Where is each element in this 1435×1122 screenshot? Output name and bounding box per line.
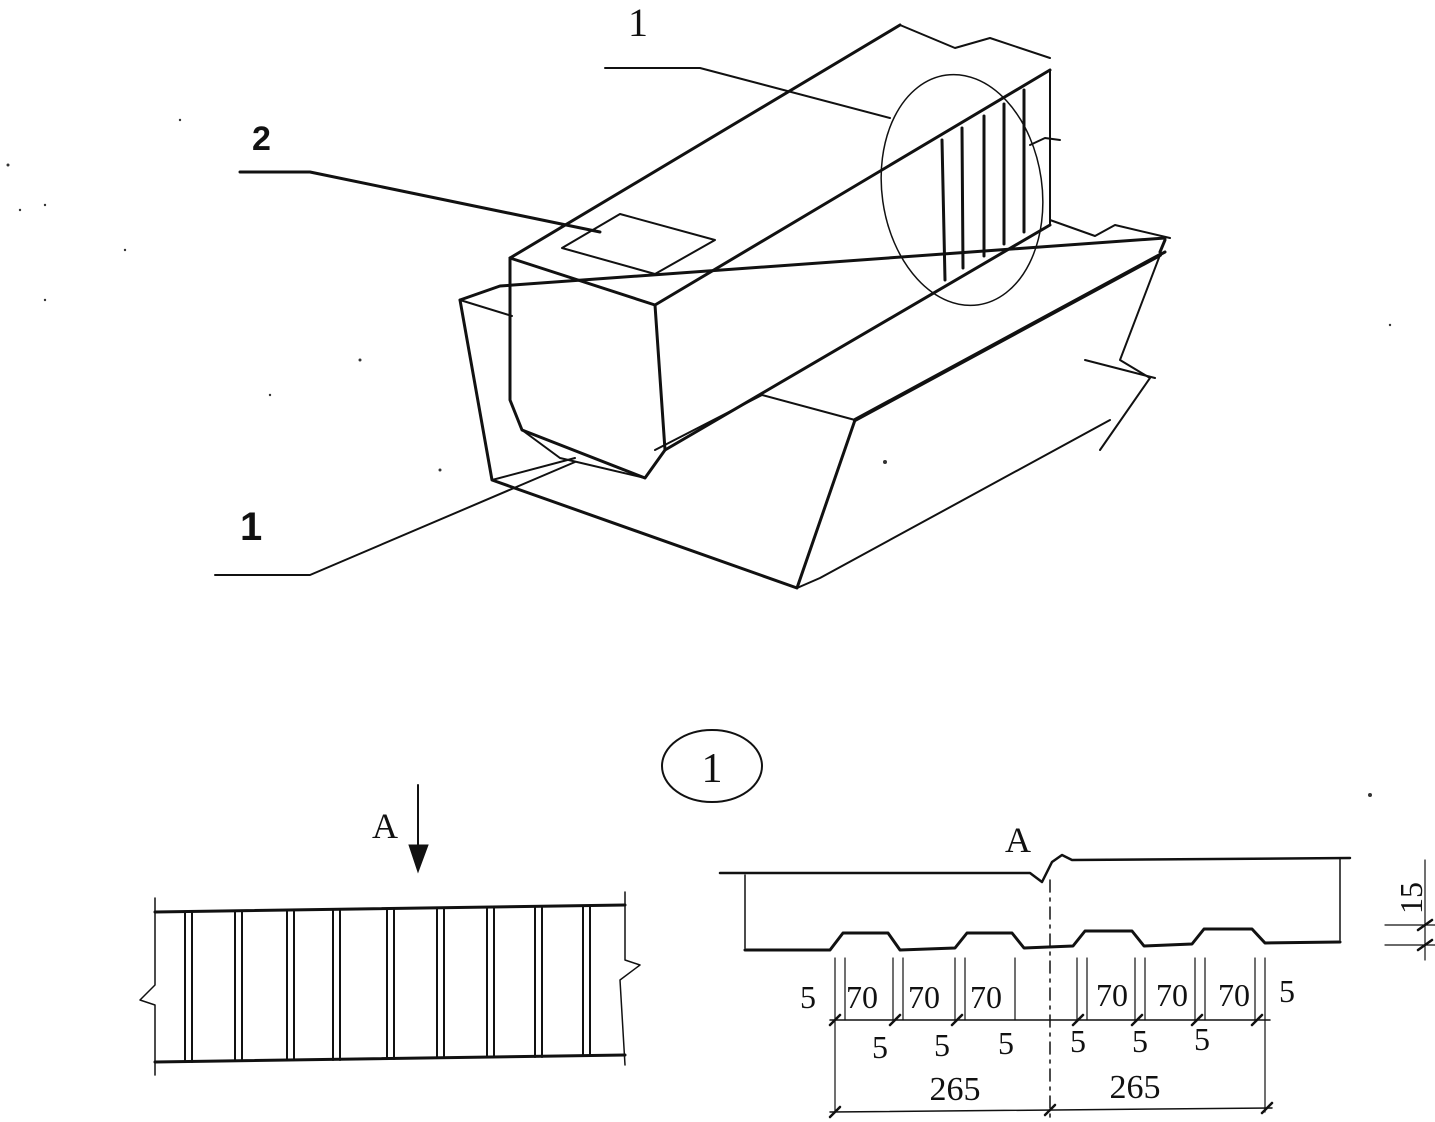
dim-gap-width: 5 bbox=[872, 1029, 888, 1065]
nameplate bbox=[561, 213, 716, 275]
leader-line-bottom bbox=[214, 461, 576, 576]
dim-depth: 15 bbox=[1393, 882, 1429, 914]
callout-plate: 2 bbox=[252, 120, 271, 158]
beam-ribs bbox=[940, 88, 1026, 282]
plan-view: A bbox=[139, 784, 641, 1076]
dim-edge-left: 5 bbox=[800, 979, 816, 1015]
dim-gap-width: 5 bbox=[1194, 1021, 1210, 1057]
detail-circle bbox=[880, 73, 1044, 307]
dim-rib-width: 70 bbox=[1096, 977, 1128, 1013]
scan-specks bbox=[6, 118, 1392, 797]
dim-rib-width: 70 bbox=[970, 979, 1002, 1015]
dim-gap-width: 5 bbox=[1070, 1023, 1086, 1059]
dim-edge-right: 5 bbox=[1279, 973, 1295, 1009]
dim-rib-width: 70 bbox=[1156, 977, 1188, 1013]
leader-line-plate bbox=[238, 170, 602, 234]
detail-marker-label: 1 bbox=[702, 746, 723, 792]
main-beam bbox=[508, 23, 1061, 480]
detail-marker: 1 bbox=[661, 729, 763, 803]
isometric-assembly: 1 2 1 bbox=[214, 0, 1171, 590]
section-a: A bbox=[718, 820, 1435, 1122]
dim-half-span: 265 bbox=[930, 1071, 981, 1108]
callout-bottom-part: 1 bbox=[240, 505, 262, 549]
dim-rib-width: 70 bbox=[908, 979, 940, 1015]
dim-half-span: 265 bbox=[1110, 1069, 1161, 1106]
dim-gap-width: 5 bbox=[1132, 1023, 1148, 1059]
section-arrow-label: A bbox=[372, 806, 398, 846]
leader-line-top bbox=[604, 67, 891, 119]
dim-rib-width: 70 bbox=[1218, 977, 1250, 1013]
dim-gap-width: 5 bbox=[934, 1027, 950, 1063]
callout-top-part: 1 bbox=[628, 0, 648, 45]
dim-gap-width: 5 bbox=[998, 1025, 1014, 1061]
section-label: A bbox=[1005, 820, 1031, 860]
dim-rib-width: 70 bbox=[846, 979, 878, 1015]
